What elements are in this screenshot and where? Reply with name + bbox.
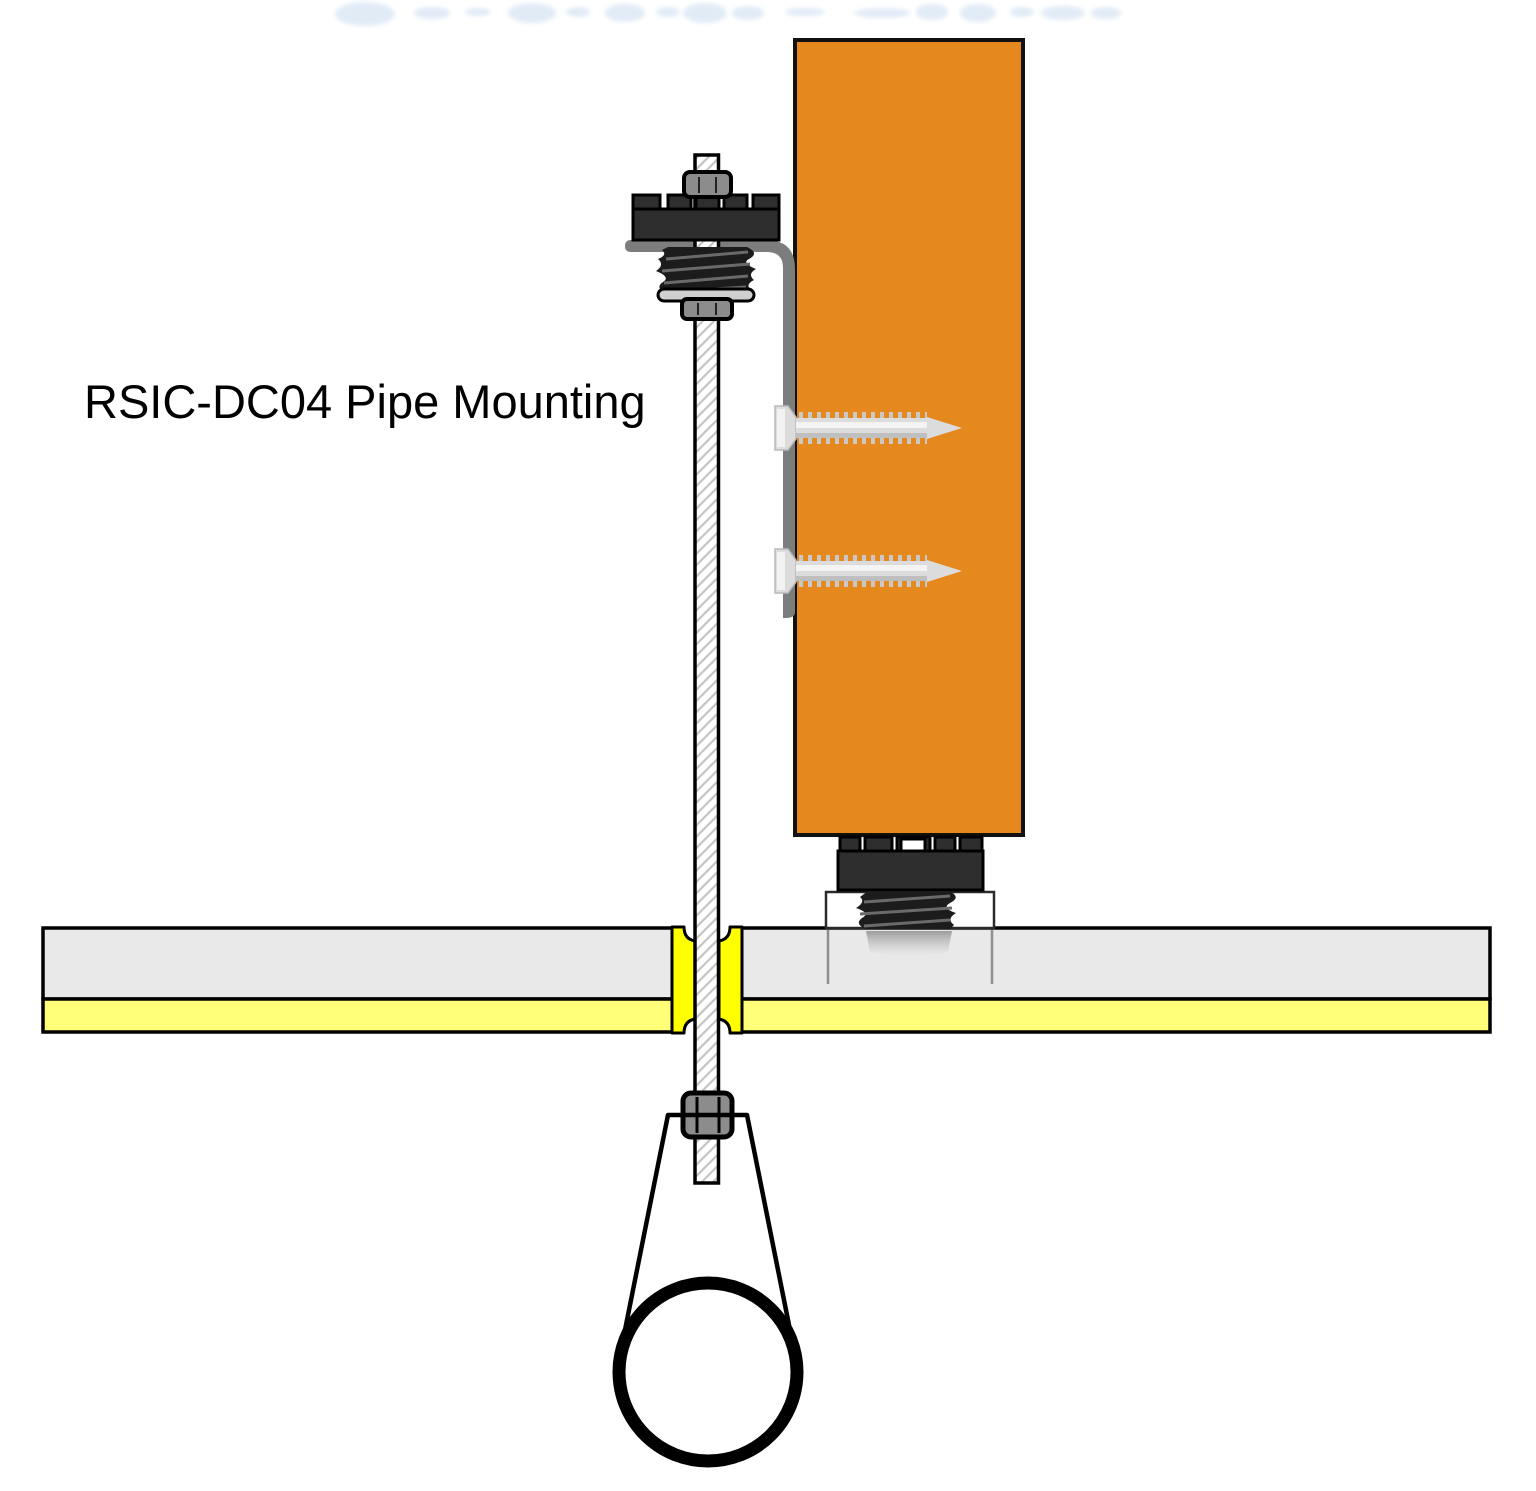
spring-coil-highlight xyxy=(661,262,751,273)
spring-coil-highlight xyxy=(863,918,951,928)
rsic-clip-top xyxy=(631,193,781,242)
watermark-blob xyxy=(960,4,996,22)
watermark-blob xyxy=(656,7,680,17)
spring-coil-highlight xyxy=(665,250,749,261)
spring-reflection xyxy=(866,931,952,956)
insulation-left xyxy=(41,997,676,1034)
rsic-clip-bottom xyxy=(836,835,985,892)
pipe xyxy=(612,1276,804,1468)
rubber-spring-top xyxy=(656,247,756,294)
nut-body xyxy=(680,297,734,321)
watermark-blob xyxy=(1091,7,1121,19)
grommet-left-half xyxy=(670,925,697,1035)
drywall-right xyxy=(738,926,1492,1001)
watermark-blob xyxy=(465,8,491,16)
watermark-blob xyxy=(335,2,395,26)
spring-coil-highlight xyxy=(859,906,953,916)
nut-body xyxy=(682,170,733,199)
spring-coil-highlight xyxy=(663,274,749,285)
insulation-right xyxy=(738,997,1492,1034)
watermark-blob xyxy=(732,6,764,20)
watermark-blob xyxy=(683,3,727,23)
grommet-right-half xyxy=(717,925,744,1035)
clevis-hanger xyxy=(622,1112,793,1333)
hex-nut-mid xyxy=(680,297,734,321)
watermark-blob xyxy=(1010,7,1034,17)
clip-center-tab xyxy=(899,837,927,853)
diagram-title: RSIC-DC04 Pipe Mounting xyxy=(84,375,646,428)
watermark-blob xyxy=(916,4,948,20)
watermark-blob xyxy=(1041,6,1085,20)
rubber-spring-bottom xyxy=(856,891,956,956)
watermark-blob xyxy=(854,8,910,18)
watermark-blob xyxy=(785,8,825,16)
hex-nut-top xyxy=(682,170,733,199)
ceiling-assembly xyxy=(41,926,1492,1034)
watermark-artifact xyxy=(335,2,1121,26)
spring-coil-highlight xyxy=(863,894,951,904)
clip-body xyxy=(631,207,781,242)
threaded-rod xyxy=(693,153,721,1185)
clip-body xyxy=(836,849,985,892)
watermark-blob xyxy=(414,7,450,19)
watermark-blob xyxy=(605,4,645,22)
drywall-left xyxy=(41,926,676,1001)
watermark-blob xyxy=(508,3,556,23)
watermark-blob xyxy=(566,7,590,17)
